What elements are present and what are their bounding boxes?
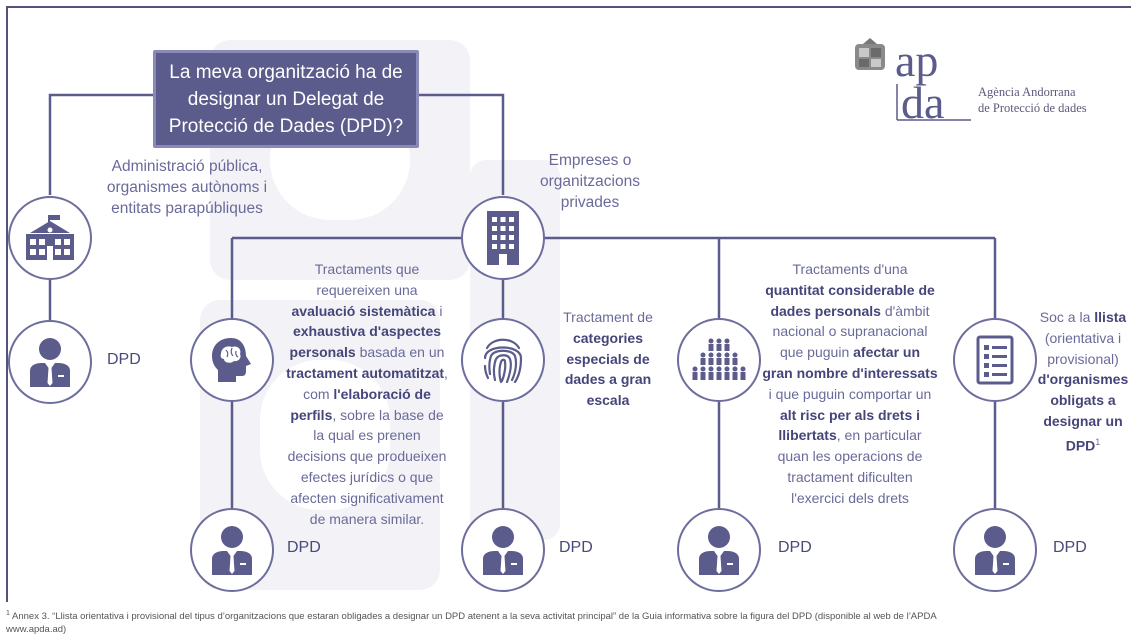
case1-line: personals basada en un bbox=[289, 344, 445, 361]
businessperson-icon bbox=[212, 526, 252, 575]
case4-line: (orientativa i bbox=[1044, 329, 1122, 346]
case1-line: tractament automatitzat, bbox=[286, 364, 448, 381]
crowd-icon bbox=[692, 338, 746, 380]
case1-line: requereixen una bbox=[316, 281, 418, 298]
case4-line: obligats a bbox=[1050, 392, 1116, 409]
businessperson-icon bbox=[699, 526, 739, 575]
logo-text: Agència Andorrana de Protecció de dades bbox=[978, 84, 1087, 116]
footnote-line1: 1 Annex 3. “Llista orientativa i provisi… bbox=[6, 610, 937, 623]
branch-public-line3: entitats parapúbliques bbox=[111, 200, 263, 217]
logo-text-line2: de Protecció de dades bbox=[978, 101, 1087, 115]
office-building-icon bbox=[487, 211, 519, 265]
case1-line: de manera similar. bbox=[309, 510, 425, 527]
case4-line: provisional) bbox=[1047, 350, 1119, 367]
case4-line: d'organismes bbox=[1037, 371, 1129, 388]
case1-text: Tractaments que requereixen una avaluaci… bbox=[262, 259, 472, 529]
case1-line: Tractaments que bbox=[314, 261, 420, 277]
case4-node bbox=[953, 318, 1037, 402]
brain-head-icon bbox=[212, 338, 251, 382]
branch-private-line1: Empreses o bbox=[548, 152, 632, 169]
coat-of-arms-icon bbox=[855, 38, 885, 70]
case3-line: quantitat considerable de bbox=[765, 281, 935, 298]
case4-line: DPD1 bbox=[1065, 436, 1101, 454]
case3-line: gran nombre d'interessats bbox=[762, 364, 938, 381]
checklist-icon bbox=[976, 335, 1014, 385]
case4-dpd-node bbox=[953, 508, 1037, 592]
case3-line: que puguin afectar un bbox=[779, 344, 921, 361]
case4-text: Soc a la llista (orientativa i provision… bbox=[1035, 307, 1131, 456]
case3-line: tractament dificulten bbox=[787, 468, 913, 485]
case1-dpd-node bbox=[190, 508, 274, 592]
case2-line: categories bbox=[572, 329, 644, 346]
case2-line: Tractament de bbox=[563, 309, 653, 325]
case3-dpd-node bbox=[677, 508, 761, 592]
page-frame bbox=[6, 6, 1131, 602]
logo-letters-bottom: da bbox=[901, 77, 944, 126]
case2-line: escala bbox=[586, 392, 630, 409]
case2-text: Tractament de categories especials de da… bbox=[553, 307, 663, 411]
case4-line: designar un bbox=[1043, 412, 1123, 429]
question-title-text: La meva organització ha de designar un D… bbox=[168, 61, 404, 137]
branch-public-line2: organismes autònoms i bbox=[106, 179, 268, 196]
case1-line: exhaustiva d'aspectes bbox=[292, 323, 442, 340]
footnote: 1 Annex 3. “Llista orientativa i provisi… bbox=[6, 607, 1131, 636]
apda-logo: ap da bbox=[855, 36, 971, 126]
case2-dpd-node bbox=[461, 508, 545, 592]
businessperson-icon bbox=[483, 526, 523, 575]
case3-line: Tractaments d'una bbox=[792, 261, 908, 277]
public-dpd-node bbox=[8, 320, 92, 404]
case3-line: dades personals d'àmbit bbox=[770, 302, 930, 319]
case1-line: perfils, sobre la base de bbox=[290, 406, 444, 423]
case3-line: alt risc per als drets i bbox=[779, 406, 921, 423]
case2-node bbox=[461, 318, 545, 402]
case2-line: especials de bbox=[566, 350, 650, 367]
case3-line: llibertats, en particular bbox=[778, 427, 922, 444]
case1-node bbox=[190, 318, 274, 402]
case3-dpd-label: DPD bbox=[778, 539, 812, 556]
public-dpd-label: DPD bbox=[107, 351, 141, 368]
private-building-node bbox=[461, 196, 545, 280]
case3-text: Tractaments d'una quantitat considerable… bbox=[752, 259, 948, 509]
branch-public-line1: Administració pública, bbox=[111, 158, 263, 175]
case2-dpd-label: DPD bbox=[559, 539, 593, 556]
question-title: La meva organització ha de designar un D… bbox=[153, 50, 419, 148]
businessperson-icon bbox=[975, 526, 1015, 575]
school-building-icon bbox=[26, 215, 74, 260]
case1-line: la qual es prenen bbox=[313, 427, 421, 444]
case1-dpd-label: DPD bbox=[287, 539, 321, 556]
case3-line: quan les operacions de bbox=[777, 448, 923, 465]
public-building-node bbox=[8, 196, 92, 280]
branch-private-label: Empreses o organitzacions privades bbox=[520, 150, 660, 213]
fingerprint-icon bbox=[483, 338, 523, 384]
branch-public-label: Administració pública, organismes autòno… bbox=[82, 156, 292, 219]
case4-line: Soc a la llista bbox=[1039, 309, 1127, 325]
case1-line: avaluació sistemàtica i bbox=[291, 302, 443, 319]
case1-line: efectes jurídics o que bbox=[300, 468, 434, 485]
businessperson-icon bbox=[30, 338, 70, 387]
case3-line: i que puguin comportar un bbox=[768, 385, 932, 402]
case1-line: afecten significativament bbox=[290, 489, 444, 506]
logo-letters-top: ap bbox=[895, 36, 938, 86]
case3-line: nacional o supranacional bbox=[772, 323, 928, 340]
case1-line: com l'elaboració de bbox=[303, 385, 431, 402]
branch-private-line3: privades bbox=[560, 194, 620, 211]
case1-line: decisions que produeixen bbox=[287, 448, 447, 465]
case2-line: dades a gran bbox=[564, 371, 652, 388]
branch-private-line2: organitzacions bbox=[540, 173, 640, 190]
case3-line: l'exercici dels drets bbox=[791, 489, 909, 506]
logo-text-line1: Agència Andorrana bbox=[978, 85, 1076, 99]
footnote-line2: www.apda.ad) bbox=[6, 624, 67, 636]
case3-node bbox=[677, 318, 761, 402]
case4-dpd-label: DPD bbox=[1053, 539, 1087, 556]
